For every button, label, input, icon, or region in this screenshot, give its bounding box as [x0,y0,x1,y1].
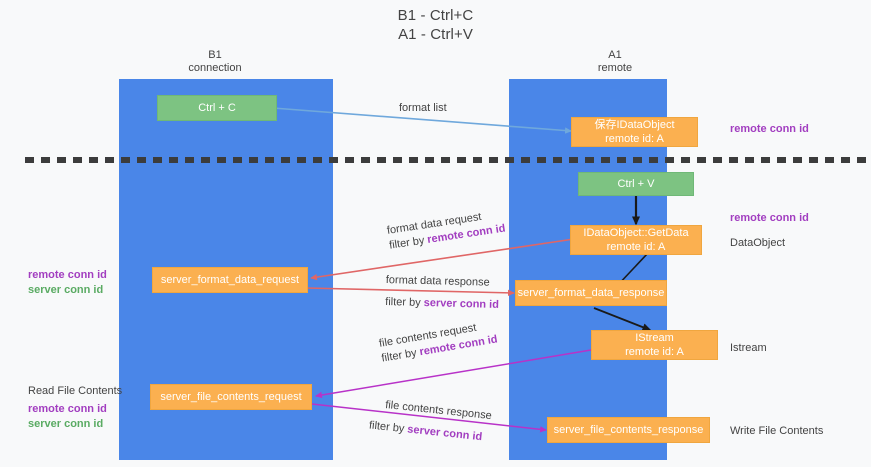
node-getdata-line1: IDataObject::GetData [583,227,689,239]
column-header-b1-line1: B1 [208,49,222,61]
edge-response-to-istream [593,307,652,331]
edge-label-format-list: format list [399,102,447,114]
node-format-request-label: server_format_data_request [160,274,300,286]
node-save-idataobject-line2: remote id: A [605,133,664,145]
edge-label-fdres-prefix: filter by [385,295,424,309]
side-label-dataobject-text: DataObject [730,237,786,249]
node-format-response-label: server_format_data_response [517,287,665,299]
side-label-remote-conn-id-mid: remote conn id [730,211,809,226]
side-label-istream-text: Istream [730,342,767,354]
side-label-left-mid-server-conn-id: server conn id [28,284,104,296]
edge-label-fdres-line2: filter by server conn id [385,295,499,313]
node-ctrl-c[interactable]: Ctrl + C [157,95,277,121]
node-server-file-contents-response[interactable]: server_file_contents_response [547,417,710,443]
side-label-remote-conn-id-mid-text: remote conn id [730,212,809,224]
side-label-istream: Istream [730,341,767,356]
node-save-idataobject[interactable]: 保存IDataObject remote id: A [571,117,698,147]
edge-format-data-response [306,287,515,297]
side-label-left-bottom-conn-ids: remote conn id server conn id [28,402,107,432]
node-file-response-label: server_file_contents_response [553,424,704,436]
edge-label-fdres-server-conn-id: server conn id [423,297,500,311]
edge-file-contents-response [311,403,547,433]
side-label-remote-conn-id-top-text: remote conn id [730,123,809,135]
title-line-1: B1 - Ctrl+C [397,7,474,24]
side-label-read-file-contents: Read File Contents [28,384,122,399]
side-label-left-mid-conn-ids: remote conn id server conn id [28,268,107,298]
node-istream[interactable]: IStream remote id: A [591,330,718,360]
node-istream-line1: IStream [635,332,674,344]
side-label-read-file-contents-text: Read File Contents [28,385,123,397]
side-label-write-file-contents-text: Write File Contents [730,425,824,437]
node-idataobject-getdata[interactable]: IDataObject::GetData remote id: A [570,225,702,255]
side-label-remote-conn-id-top: remote conn id [730,122,809,137]
node-server-format-data-request[interactable]: server_format_data_request [152,267,308,293]
column-header-b1-line2: connection [188,62,242,74]
node-istream-line2: remote id: A [625,346,684,358]
edge-file-contents-request [315,349,592,399]
diagram-title: B1 - Ctrl+C A1 - Ctrl+V [0,6,871,44]
edge-format-data-request [310,238,575,281]
side-label-left-bottom-remote-conn-id: remote conn id [28,403,107,415]
column-header-a1: A1 remote [540,49,690,75]
node-ctrl-c-label: Ctrl + C [198,102,236,114]
edge-label-fcres-prefix: filter by [368,419,408,436]
side-label-left-bottom-server-conn-id: server conn id [28,418,104,430]
node-file-request-label: server_file_contents_request [160,391,302,403]
edge-format-list [272,107,572,134]
title-line-2: A1 - Ctrl+V [398,26,473,43]
column-header-b1: B1 connection [140,49,290,75]
node-save-idataobject-line1: 保存IDataObject [594,119,675,131]
edge-label-format-data-response: format data response filter by server co… [385,273,500,313]
column-header-a1-line2: remote [597,62,633,74]
node-server-file-contents-request[interactable]: server_file_contents_request [150,384,312,410]
node-ctrl-v[interactable]: Ctrl + V [578,172,694,196]
node-getdata-line2: remote id: A [606,241,666,253]
node-server-format-data-response[interactable]: server_format_data_response [515,280,667,306]
side-label-write-file-contents: Write File Contents [730,424,823,439]
side-label-dataobject: DataObject [730,236,785,251]
edge-label-fdres-line1: format data response [385,273,490,289]
column-header-a1-line1: A1 [608,49,622,61]
node-ctrl-v-label: Ctrl + V [617,178,655,190]
phase-divider [25,157,871,163]
side-label-left-mid-remote-conn-id: remote conn id [28,269,107,281]
